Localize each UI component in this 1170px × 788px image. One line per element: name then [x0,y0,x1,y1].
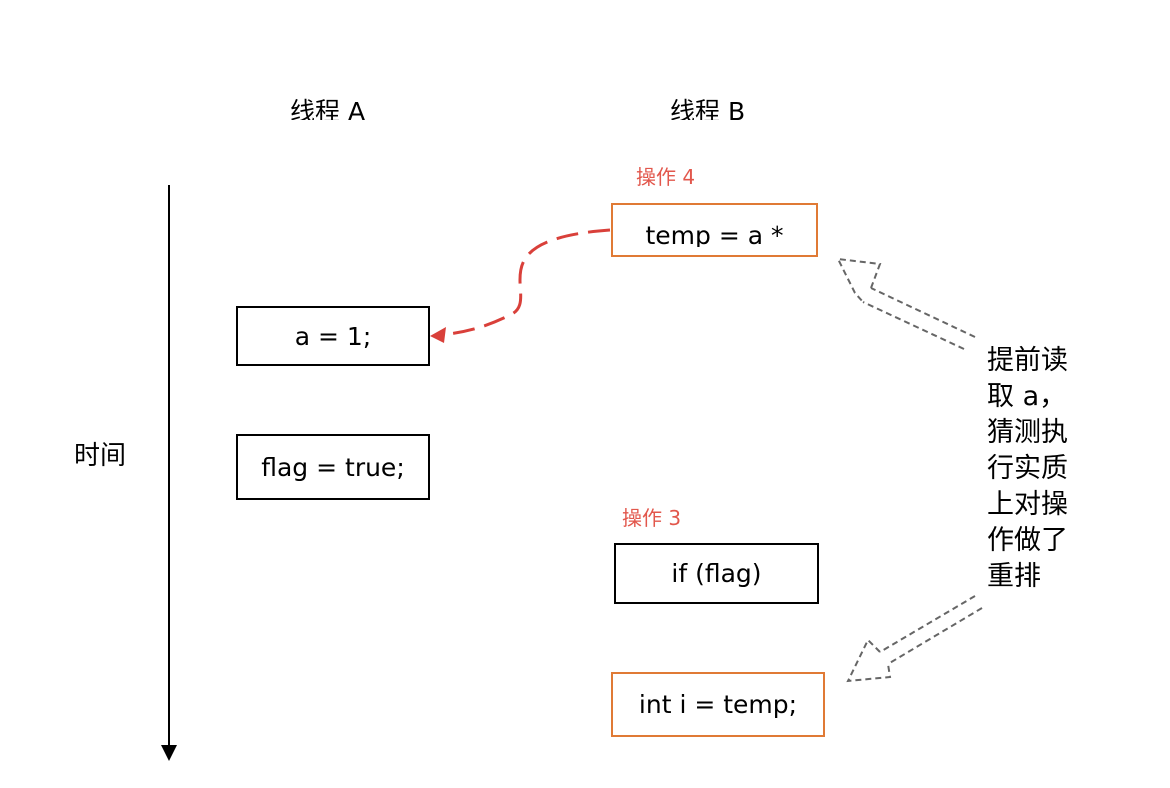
thread-a-label: 线程 A [290,97,366,120]
a-assign-text: a = 1; [294,321,372,351]
temp-assign-text: temp = a * [645,221,784,247]
operation-3-label: 操作 3 [622,506,682,530]
note-to-op4-arrow [836,257,976,350]
thread-b-label: 线程 B [670,97,746,120]
temp-assign-box: temp = a * [611,203,818,257]
operation-4-label: 操作 4 [636,165,696,189]
time-axis-label: 时间 [74,441,127,471]
read-dependency-arrowhead [430,327,446,343]
a-assign-box: a = 1; [236,306,430,366]
time-axis-arrowhead [161,745,177,761]
int-assign-text: int i = temp; [638,690,798,719]
flag-assign-text: flag = true; [261,452,405,482]
note-to-op3-arrow [846,595,983,683]
read-dependency-arrow [439,228,611,337]
if-flag-text: if (flag) [671,559,762,588]
flag-assign-box: flag = true; [236,434,430,500]
int-assign-box: int i = temp; [611,672,825,737]
reordering-note: 提前读取 a，猜测执行实质上对操作做了重排 [987,343,1083,598]
if-flag-box: if (flag) [614,543,819,604]
